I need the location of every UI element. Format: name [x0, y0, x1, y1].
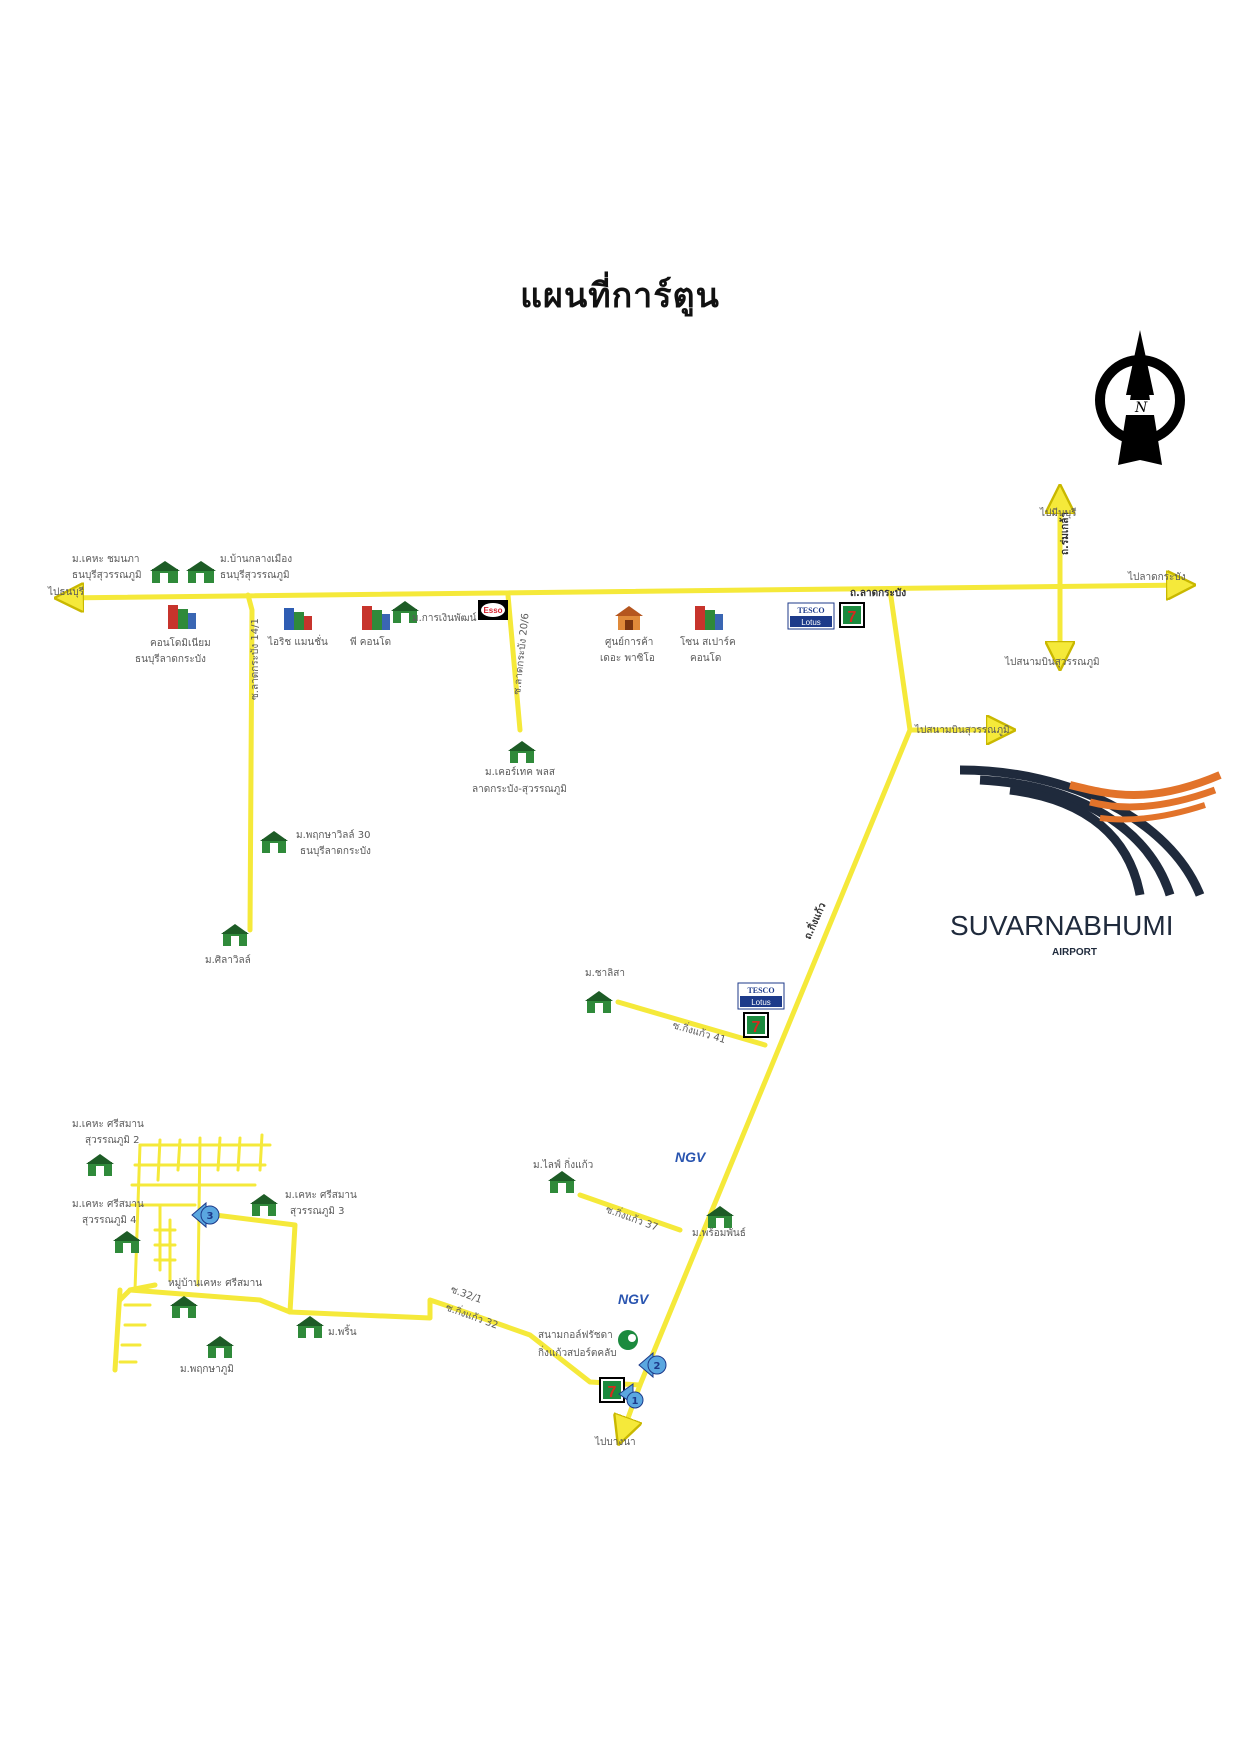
condo-building-icon	[362, 606, 390, 630]
place-label: ธนบุรีลาดกระบัง	[300, 845, 371, 857]
house-icon	[221, 924, 249, 946]
place-label: คอนโด	[690, 651, 721, 664]
house-icon	[113, 1231, 141, 1253]
house-icon	[260, 831, 288, 853]
svg-text:7: 7	[608, 1384, 617, 1401]
house-icon	[206, 1336, 234, 1358]
place-label: ม.เคอร์เทค พลส	[485, 766, 555, 778]
route-marker-2: 2	[638, 1351, 667, 1379]
svg-text:3: 3	[207, 1211, 214, 1222]
dir-airport: ไปสนามบินสุวรรณภูมิ	[1004, 656, 1100, 668]
place-label: ธนบุรีสุวรรณภูมิ	[220, 569, 290, 581]
place-label: ธนบุรีลาดกระบัง	[135, 653, 206, 665]
place-label: ม.ไลฟ์ กิ่งแก้ว	[533, 1157, 593, 1171]
dir-ladkrabang: ไปลาดกระบัง	[1127, 571, 1186, 583]
svg-text:Lotus: Lotus	[801, 618, 821, 627]
place-label: ม.พฤกษาวิลล์ 30	[296, 829, 370, 841]
condo-building-icon	[284, 608, 312, 630]
place-label: ธนบุรีสุวรรณภูมิ	[72, 569, 142, 581]
tesco-lotus-icon: TESCO Lotus	[737, 982, 785, 1010]
svg-text:Lotus: Lotus	[751, 998, 771, 1007]
condo-building-icon	[695, 606, 723, 630]
place-label: พี คอนโด	[350, 635, 391, 648]
esso-icon: Esso	[478, 600, 508, 620]
dir-suvarnabhumi: ไปสนามบินสุวรรณภูมิ	[914, 724, 1010, 736]
svg-text:NGV: NGV	[618, 1291, 650, 1307]
place-label: สนามกอล์ฟรัชดา	[538, 1329, 613, 1341]
place-label: สุวรรณภูมิ 2	[85, 1135, 139, 1146]
house-icon	[585, 991, 613, 1013]
house-icon	[250, 1194, 278, 1216]
place-label: ม.พฤกษาภูมิ	[180, 1364, 234, 1375]
route-marker-1: 1	[618, 1383, 644, 1409]
place-label: สุวรรณภูมิ 4	[82, 1215, 136, 1226]
svg-text:TESCO: TESCO	[747, 986, 774, 995]
house-icon	[706, 1206, 734, 1228]
airport-logo: SUVARNABHUMI AIRPORT	[950, 765, 1222, 958]
airport-logo-sub: AIRPORT	[1052, 947, 1097, 958]
place-label: ม.เคหะ ศรีสมาน	[285, 1189, 357, 1201]
house-icon	[296, 1316, 324, 1338]
mall-icon	[615, 606, 643, 630]
dir-bangna: ไปบางนา	[594, 1436, 636, 1448]
compass-icon: N	[1095, 330, 1185, 465]
place-label: ม.บ้านกลางเมือง	[220, 553, 292, 565]
place-label: สุวรรณภูมิ 3	[290, 1206, 344, 1217]
map-title: แผนที่การ์ตูน	[520, 276, 720, 316]
ngv-station-icon: NGV	[618, 1291, 650, 1307]
label-main-road: ถ.ลาดกระบัง	[850, 587, 906, 599]
house-icon	[86, 1154, 114, 1176]
house-icon	[170, 1296, 198, 1318]
tesco-lotus-icon: TESCO Lotus	[787, 602, 835, 630]
place-label: ลาดกระบัง-สุวรรณภูมิ	[472, 784, 567, 795]
place-label: ม.พริ้น	[328, 1324, 357, 1338]
compass-letter: N	[1134, 400, 1148, 416]
golf-course-icon	[618, 1330, 638, 1350]
place-label: ม.ชาลิสา	[585, 968, 625, 979]
ngv-station-icon: NGV	[675, 1149, 707, 1165]
place-label: ศูนย์การค้า	[605, 636, 653, 648]
place-label: โซน สเปาร์ค	[680, 635, 736, 648]
house-icons	[86, 561, 734, 1358]
label-soi-14-1: ซ.ลาดกระบัง 14/1	[250, 618, 261, 700]
svg-text:7: 7	[848, 609, 857, 626]
seven-eleven-icon: 7	[839, 602, 865, 628]
svg-text:TESCO: TESCO	[797, 606, 824, 615]
condo-icons	[168, 605, 723, 630]
place-label: ม.ศิลาวิลล์	[205, 954, 251, 966]
place-label: ม.เคหะ ศรีสมาน	[72, 1198, 144, 1210]
place-label: หมู่บ้านเคหะ ศรีสมาน	[168, 1277, 262, 1289]
svg-text:2: 2	[654, 1361, 661, 1372]
dir-thonburi: ไปธนบุรี	[47, 586, 85, 598]
place-label: คอนโดมิเนียม	[150, 636, 211, 649]
house-icon	[508, 741, 536, 763]
road-network	[60, 490, 1190, 1440]
label-soi-32-1: ซ.32/1	[449, 1284, 483, 1305]
svg-text:Esso: Esso	[483, 606, 502, 615]
seven-eleven-icon: 7	[743, 1012, 769, 1038]
place-label: ไอริช แมนชั่น	[267, 634, 328, 648]
place-label: ม.เคหะ ชมนภา	[72, 554, 139, 565]
svg-text:1: 1	[632, 1396, 639, 1407]
place-label: กิ่งแก้วสปอร์ตคลับ	[538, 1345, 617, 1359]
place-label: เดอะ พาซิโอ	[600, 651, 655, 664]
house-icon	[150, 561, 180, 583]
place-label: ม.การเงินพัฒน์	[412, 612, 477, 624]
place-labels: ม.เคหะ ชมนภา ธนบุรีสุวรรณภูมิ ม.บ้านกลาง…	[72, 553, 746, 1375]
seven-eleven-icon: 7	[599, 1377, 625, 1403]
dir-minburi: ไปมีนบุรี	[1039, 507, 1077, 519]
condo-building-icon	[168, 605, 196, 629]
place-label: ม.เคหะ ศรีสมาน	[72, 1118, 144, 1130]
airport-logo-name: SUVARNABHUMI	[950, 910, 1174, 941]
svg-text:NGV: NGV	[675, 1149, 707, 1165]
label-soi-32: ซ.กิ่งแก้ว 32	[444, 1300, 500, 1332]
house-icon	[186, 561, 216, 583]
house-icon	[548, 1171, 576, 1193]
house-icon	[391, 601, 419, 623]
label-rom-klao: ถ.ร่มเกล้า	[1059, 512, 1071, 555]
svg-text:7: 7	[752, 1019, 761, 1036]
place-label: ม.พร้อมพันธ์	[692, 1227, 746, 1239]
route-marker-3: 3	[191, 1201, 220, 1229]
